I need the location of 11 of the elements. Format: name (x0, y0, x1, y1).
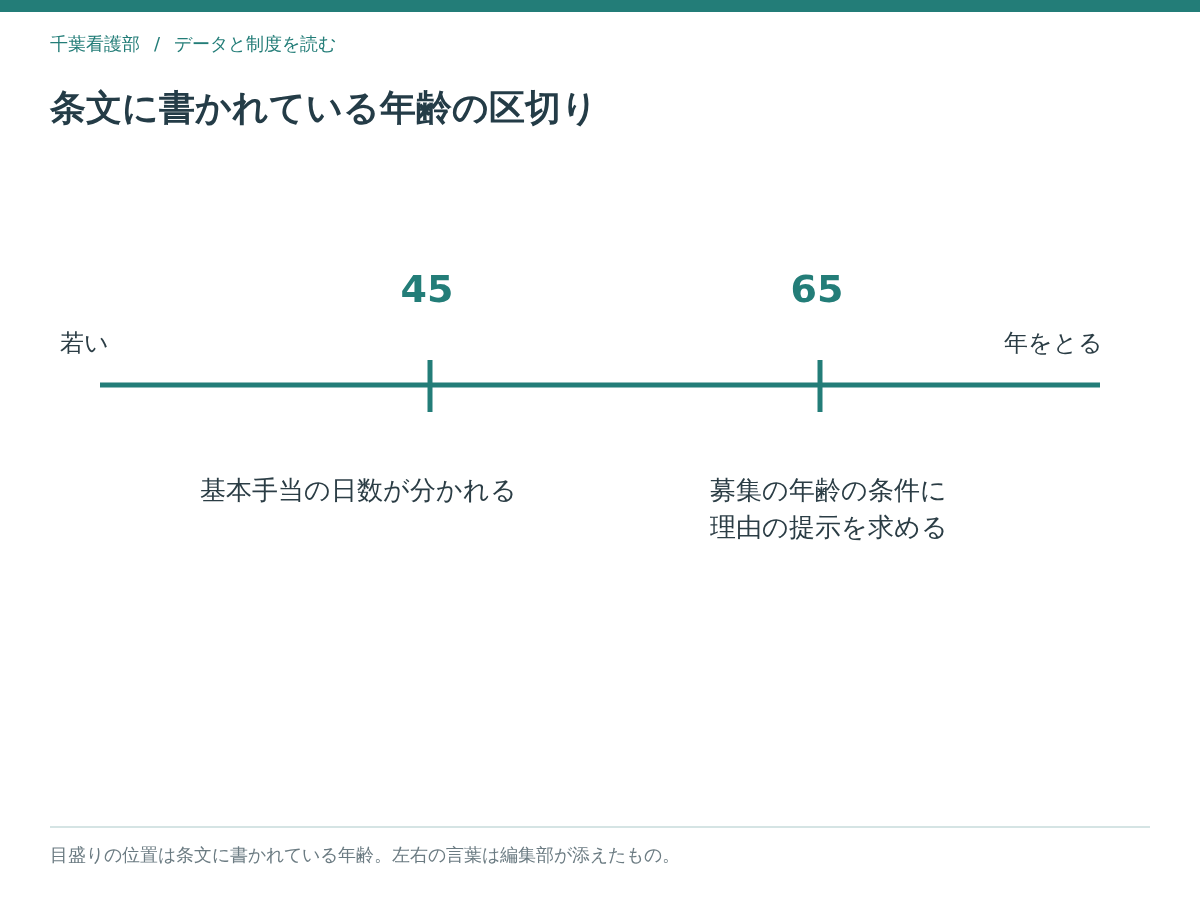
breadcrumb-link: 千葉看護部 (50, 32, 140, 56)
axis-end-label: 年をとる (1004, 328, 1103, 359)
tick-value: 65 (790, 267, 844, 311)
caption-text: 目盛りの位置は条文に書かれている年齢。左右の言葉は編集部が添えたもの。 (50, 843, 680, 867)
breadcrumb-link: データと制度を読む (174, 32, 337, 56)
axis-end-label: 若い (60, 328, 109, 359)
tick-value: 45 (400, 267, 454, 311)
annotation-text: 基本手当の日数が分かれる (200, 474, 517, 507)
breadcrumb-separator: / (154, 32, 161, 56)
page-title: 条文に書かれている年齢の区切り (50, 86, 598, 130)
annotation-text: 募集の年齢の条件に理由の提示を求める (710, 474, 949, 544)
